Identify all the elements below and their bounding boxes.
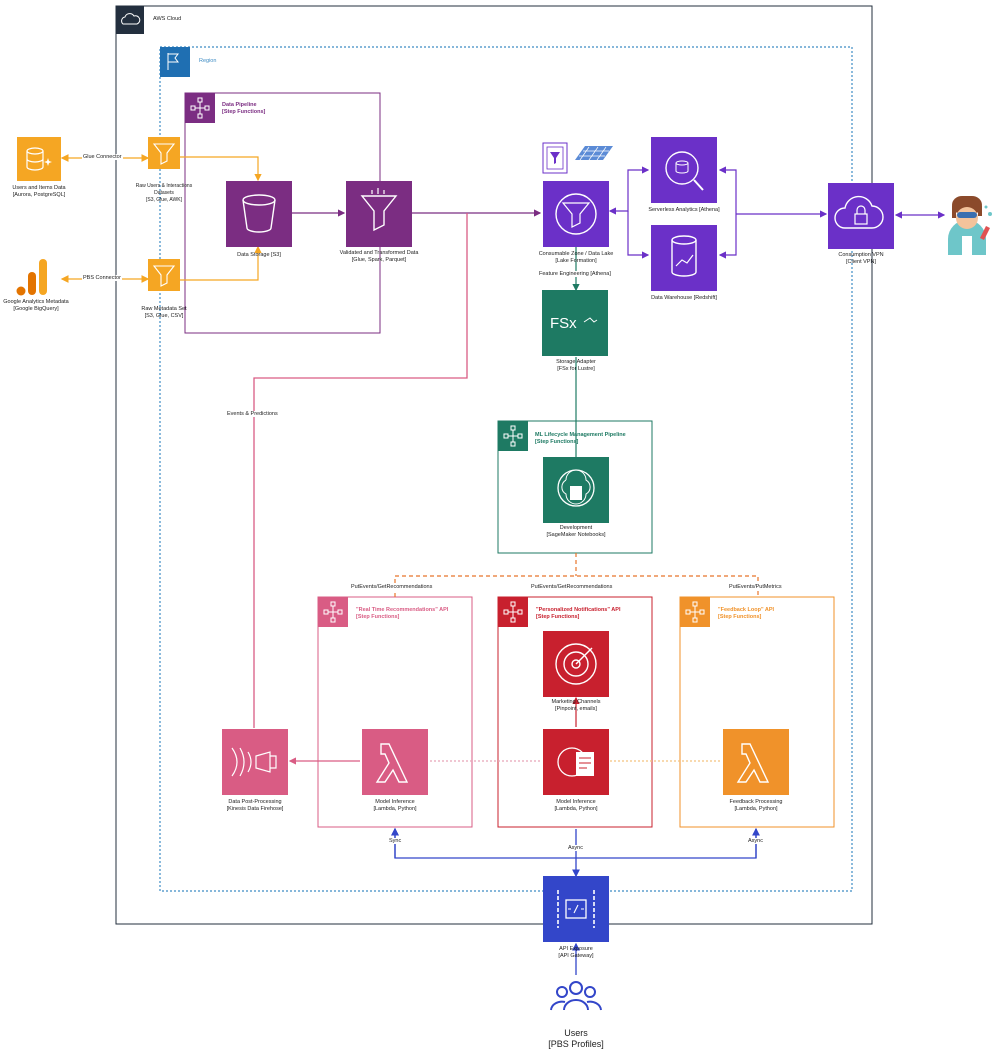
api-exposure-label: API Exposure [API Gateway] xyxy=(558,946,594,960)
edge-raw-meta-to-storage xyxy=(180,245,262,281)
client-vpn-icon xyxy=(828,183,894,249)
glue-icon xyxy=(148,137,180,169)
feedback-label: Feedback Processing [Lambda, Python] xyxy=(729,799,783,813)
ml-pipeline-group xyxy=(497,420,653,554)
consumption-vpn-label: Consumption VPN [Client VPN] xyxy=(838,252,884,266)
fb-api-title: "Feedback Loop" API [Step Functions] xyxy=(718,607,775,621)
warehouse-label: Data Warehouse [Redshift] xyxy=(651,295,717,301)
glue-icon xyxy=(148,259,180,291)
athena-icon xyxy=(651,137,717,203)
aws-cloud-icon xyxy=(116,6,144,34)
personalize-icon xyxy=(543,729,609,795)
google-analytics-label: Google Analytics Metadata [Google BigQue… xyxy=(3,299,69,313)
lambda-icon xyxy=(723,729,789,795)
marketing-label: Marketing Channels [Pinpoint, emails] xyxy=(551,699,601,713)
put-get-2-label: PutEvents/GetRecommendations xyxy=(530,584,614,590)
ml-pipeline-title: ML Lifecycle Management Pipeline [Step F… xyxy=(535,432,626,446)
development-label: Development [SageMaker Notebooks] xyxy=(546,525,606,539)
users-icon xyxy=(550,981,602,1011)
s3-bucket-icon xyxy=(226,181,292,247)
validated-label: Validated and Transformed Data [Glue, Sp… xyxy=(339,250,419,264)
data-pipeline-title: Data Pipeline [Step Functions] xyxy=(222,102,266,116)
model-inference-pn-label: Model Inference [Lambda, Python] xyxy=(554,799,598,813)
model-inference-rt-label: Model Inference [Lambda, Python] xyxy=(373,799,417,813)
pbs-connector-label: PBS Connector xyxy=(82,275,122,281)
sync-label: Sync xyxy=(388,838,403,844)
put-metrics-label: PutEvents/PutMetrics xyxy=(728,584,783,590)
post-processing-label: Data Post-Processing [Kinesis Data Fireh… xyxy=(226,799,284,813)
edge-dashed-dev-apis xyxy=(394,553,759,597)
pn-api-title: "Personalized Notifications" API [Step F… xyxy=(536,607,621,621)
feature-engineering-label: Feature Engineering [Athena] xyxy=(538,271,612,277)
glue-connector-label: Glue Connector xyxy=(82,154,123,160)
rt-api-title: "Real Time Recommendations" API [Step Fu… xyxy=(356,607,449,621)
async-1-label: Async xyxy=(567,845,584,851)
svg-text:FSx: FSx xyxy=(550,315,577,332)
users-items-label: Users and Items Data [Aurora, PostgreSQL… xyxy=(12,185,66,199)
aurora-icon xyxy=(17,137,61,181)
put-get-1-label: PutEvents/GetRecommendations xyxy=(350,584,434,590)
google-analytics-icon xyxy=(16,259,47,296)
sagemaker-icon xyxy=(543,457,609,523)
edge-lake-analytics xyxy=(608,166,650,215)
region-group xyxy=(159,46,853,892)
data-storage-label: Data Storage [S3] xyxy=(237,252,281,258)
edge-sync-async xyxy=(395,829,757,876)
aws-cloud-group xyxy=(115,5,873,925)
fb-api-group xyxy=(679,596,835,828)
aws-cloud-title: AWS Cloud xyxy=(152,16,183,22)
lake-formation-icon xyxy=(543,181,609,247)
storage-adapter-label: Storage Adapter [FSx for Lustre] xyxy=(556,359,596,373)
serverless-label: Serverless Analytics [Athena] xyxy=(648,207,720,213)
pinpoint-icon xyxy=(543,631,609,697)
rt-api-group xyxy=(317,596,473,828)
glue-transform-icon xyxy=(346,181,412,247)
raw-metadata-label: Raw Metadata Set [S3, Glue, CSV] xyxy=(141,306,187,320)
events-predictions-label: Events & Predictions xyxy=(226,411,279,417)
redshift-icon xyxy=(651,225,717,291)
data-scientist-avatar xyxy=(948,196,992,255)
raw-users-label: Raw Users & Interactions Datasets [S3, G… xyxy=(135,183,193,203)
kinesis-firehose-icon xyxy=(222,729,288,795)
edge-analytics-vpn xyxy=(718,166,737,259)
edge-raw-users-to-storage xyxy=(180,156,262,182)
consumable-label: Consumable Zone / Data Lake [Lake Format… xyxy=(538,251,614,265)
api-gateway-icon xyxy=(543,876,609,942)
table-grid-icon xyxy=(575,146,613,161)
lambda-icon xyxy=(362,729,428,795)
users-label: Users [PBS Profiles] xyxy=(548,1028,604,1050)
glue-catalog-icon xyxy=(542,142,568,174)
edge-events-predictions xyxy=(253,213,468,728)
region-title: Region xyxy=(198,58,218,64)
fsx-icon: FSx xyxy=(542,290,608,356)
async-2-label: Async xyxy=(747,838,764,844)
